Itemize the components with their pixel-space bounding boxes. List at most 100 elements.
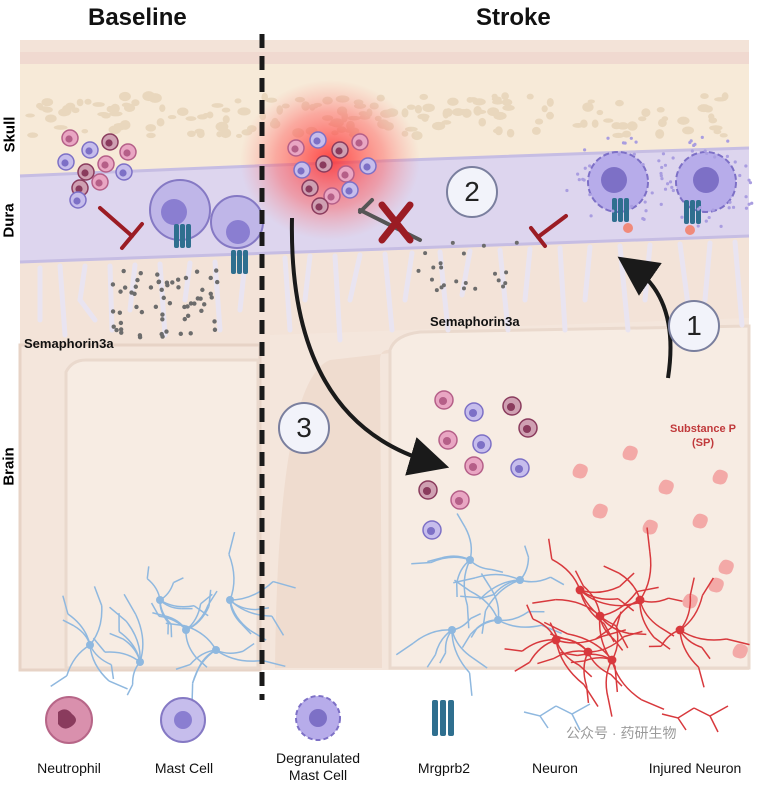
semaphorin-dot xyxy=(182,316,187,322)
granule xyxy=(738,173,742,178)
neuron-branch xyxy=(439,652,447,664)
neuron-dendrite xyxy=(679,629,703,649)
bone-pore xyxy=(221,107,231,113)
substance-p-particle xyxy=(712,469,728,485)
neuron-dendrite xyxy=(470,590,499,621)
neuron-dendrite xyxy=(611,627,619,661)
semaphorin-dot xyxy=(118,327,124,332)
bone-pore xyxy=(119,120,131,130)
neuron-branch xyxy=(170,623,173,638)
neuron-dendrite xyxy=(579,589,605,625)
semaphorin-dot xyxy=(208,291,213,296)
neutrophil-nucleus xyxy=(73,197,81,205)
bone-pore xyxy=(53,125,68,130)
neuron-branch xyxy=(689,577,695,596)
neuron-dendrite xyxy=(135,614,144,663)
region-label-skull: Skull xyxy=(1,116,19,153)
neuron-branch xyxy=(468,672,473,696)
bone-pore xyxy=(591,119,599,128)
neuron-branch xyxy=(466,605,470,629)
neuron-dendrite xyxy=(519,576,551,583)
semaphorin-dot xyxy=(463,280,468,285)
bone-pore xyxy=(110,103,120,114)
bone-pore xyxy=(220,128,232,139)
neuron-branch xyxy=(92,637,106,653)
bone-pore xyxy=(27,132,39,138)
semaphorin-dot xyxy=(121,268,126,274)
neutrophil-nucleus xyxy=(119,169,127,177)
neutrophil-nucleus xyxy=(468,408,478,418)
neuron-dendrite xyxy=(185,625,217,651)
semaphorin-dot xyxy=(188,331,193,336)
semaphorin-dot xyxy=(192,301,197,306)
neuron-branch xyxy=(470,627,478,638)
granule xyxy=(642,217,646,221)
substance-p-particle xyxy=(572,463,588,479)
granule xyxy=(668,180,673,184)
neuron-branch xyxy=(146,566,150,579)
semaphorin-dot xyxy=(208,275,213,281)
neuron-branch xyxy=(242,642,255,652)
substance-p-particles xyxy=(572,445,748,659)
granule xyxy=(583,166,587,170)
granule xyxy=(644,209,648,213)
neuron-dendrite xyxy=(122,638,141,663)
granule xyxy=(713,155,717,159)
granule xyxy=(643,200,647,204)
bone-pore xyxy=(237,107,251,116)
neuron-branch xyxy=(726,638,750,646)
semaphorin-dot xyxy=(504,270,509,275)
region-label-dura: Dura xyxy=(0,203,18,238)
substance-p-particle xyxy=(592,503,608,519)
neuron-dendrite xyxy=(66,644,91,677)
neuron-dendrite xyxy=(67,613,91,646)
neuron-dendrite xyxy=(185,629,197,658)
neuron-dendrite xyxy=(456,559,471,584)
neuron-branch xyxy=(607,697,613,717)
neutrophil-nucleus xyxy=(313,137,321,145)
neuron-dendrite xyxy=(579,589,622,607)
bone-pore xyxy=(167,115,177,120)
semaphorin-dot xyxy=(117,310,123,315)
region-label-brain: Brain xyxy=(0,447,18,486)
watermark: 公众号 · 药研生物 xyxy=(566,725,677,741)
neutrophil-nucleus xyxy=(61,159,69,167)
semaphorin-dot xyxy=(461,251,466,256)
bone-pore xyxy=(501,98,513,106)
semaphorin-dot xyxy=(200,287,205,293)
granule xyxy=(747,202,751,206)
bone-pore xyxy=(473,109,487,115)
granule xyxy=(703,149,707,153)
neuron-branch xyxy=(207,590,218,606)
bone-pore xyxy=(656,107,665,113)
neuron-dendrite xyxy=(555,635,604,644)
bone-pore xyxy=(42,106,53,113)
neuron-dendrite xyxy=(605,659,613,699)
semaphorin-dot xyxy=(129,290,134,295)
neuron-dendrite xyxy=(412,629,453,644)
bone-pore xyxy=(417,113,430,120)
neuron-branch xyxy=(126,684,134,696)
neuron-branch xyxy=(470,612,481,620)
granule xyxy=(663,163,668,167)
bone-pore xyxy=(478,117,487,127)
neutrophil-nucleus xyxy=(81,169,89,177)
bone-pore xyxy=(531,126,541,135)
granule xyxy=(671,188,675,193)
arrow-substance-p-to-mast-cell xyxy=(617,256,673,379)
granule xyxy=(711,208,715,212)
granule xyxy=(621,141,626,145)
neuron-branch xyxy=(175,663,191,670)
bone-pore xyxy=(638,116,647,122)
granule-spray xyxy=(565,135,754,228)
neuron-dendrite xyxy=(519,557,530,581)
semaphorin-dot xyxy=(496,278,501,283)
semaphorin-dot xyxy=(423,251,428,256)
neuron-branch xyxy=(583,684,599,707)
mrgprb2-receptor-2 xyxy=(231,250,248,274)
neuron-branch xyxy=(62,619,75,627)
neuron-branch xyxy=(50,675,68,688)
semaphorin-dot xyxy=(156,279,161,285)
bone-pore xyxy=(655,129,665,139)
neutrophil-nucleus xyxy=(305,185,313,193)
